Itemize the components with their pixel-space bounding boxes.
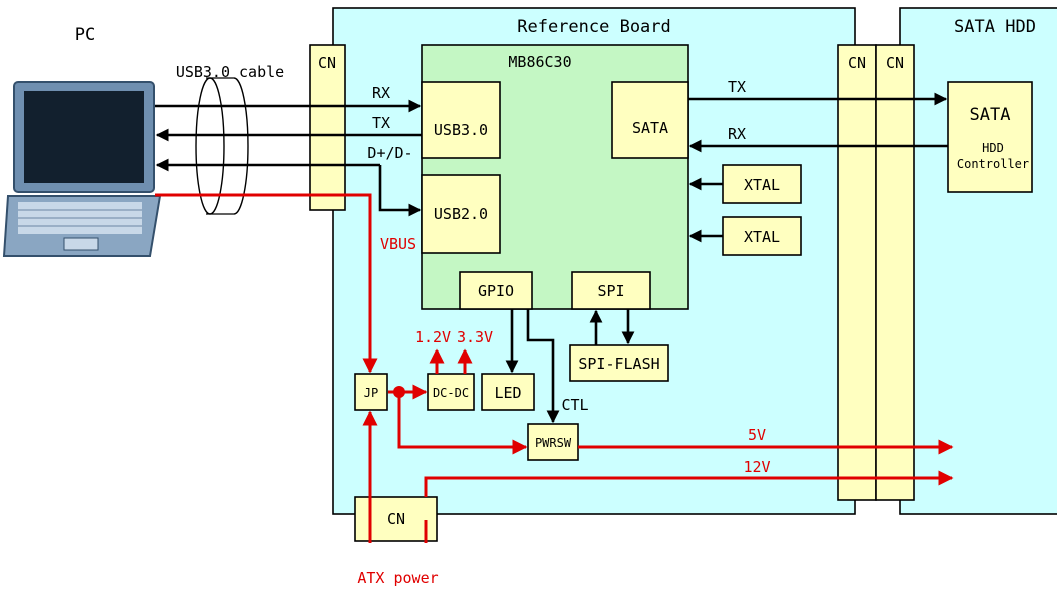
laptop-icon: PC xyxy=(2,25,162,257)
usb2-label: USB2.0 xyxy=(434,205,488,223)
twelve-v-label: 12V xyxy=(743,458,770,476)
hdd-controller-title: SATA xyxy=(970,105,1011,125)
twelve-v-line xyxy=(424,470,954,497)
cn-usb-label: CN xyxy=(318,54,336,72)
xtal-2-label: XTAL xyxy=(744,228,780,246)
cn-sata-hdd xyxy=(875,44,915,501)
sata-tx-label: TX xyxy=(728,78,746,96)
sata-label: SATA xyxy=(632,119,668,137)
control-lines xyxy=(505,309,635,424)
cn-sata-board-label: CN xyxy=(848,54,866,72)
usb-signal-lines xyxy=(155,99,422,217)
gpio-block xyxy=(459,271,533,310)
dc-dc xyxy=(427,373,475,411)
cn-power-label: CN xyxy=(387,510,405,528)
v33-label: 3.3V xyxy=(457,328,493,346)
cable-ellipse xyxy=(195,77,249,215)
sata-block xyxy=(611,81,689,159)
vbus-line xyxy=(155,193,378,374)
pc-label: PC xyxy=(75,25,95,45)
tx-label: TX xyxy=(372,114,390,132)
dpdm-line-right xyxy=(378,165,422,217)
cable-label: USB3.0 cable xyxy=(176,63,284,81)
usb2-block xyxy=(421,174,501,254)
v12-label: 1.2V xyxy=(415,328,451,346)
jp-label: JP xyxy=(364,386,378,400)
xtal-1 xyxy=(722,164,802,204)
spi-block xyxy=(571,271,651,310)
atx-power-label: ATX power xyxy=(357,569,438,587)
ctl-label: CTL xyxy=(561,396,588,414)
dc-dc-label: DC-DC xyxy=(433,386,469,400)
five-v-label: 5V xyxy=(748,426,766,444)
jp xyxy=(354,373,388,411)
dpdm-label: D+/D- xyxy=(367,144,412,162)
pwrsw xyxy=(527,423,579,461)
usb3-label: USB3.0 xyxy=(434,121,488,139)
hdd-controller-line1: HDD xyxy=(982,141,1004,155)
pwrsw-label: PWRSW xyxy=(535,436,572,450)
led-label: LED xyxy=(494,384,521,402)
xtal-lines xyxy=(688,177,723,243)
cn-usb xyxy=(309,44,346,211)
jp-pwrsw-line xyxy=(397,392,528,455)
hdd-controller-line2: Controller xyxy=(957,157,1029,171)
sata-hdd-label: SATA HDD xyxy=(954,17,1036,37)
cn-sata-board xyxy=(837,44,877,501)
power-lines xyxy=(155,193,954,543)
xtal-1-label: XTAL xyxy=(744,176,780,194)
sata-signal-lines xyxy=(688,92,948,153)
cn-sata-hdd-label: CN xyxy=(886,54,904,72)
usb3-block xyxy=(421,81,501,159)
hdd-controller xyxy=(947,81,1033,193)
ctl-line xyxy=(526,309,560,424)
xtal-2 xyxy=(722,216,802,256)
spi-label: SPI xyxy=(597,282,624,300)
spi-flash-label: SPI-FLASH xyxy=(578,355,659,373)
reference-board-label: Reference Board xyxy=(517,17,671,37)
gpio-label: GPIO xyxy=(478,282,514,300)
sata-rx-label: RX xyxy=(728,125,746,143)
chip-label: MB86C30 xyxy=(508,53,571,71)
rx-label: RX xyxy=(372,84,390,102)
vbus-label: VBUS xyxy=(380,235,416,253)
spi-flash xyxy=(569,344,669,382)
led xyxy=(481,373,535,411)
